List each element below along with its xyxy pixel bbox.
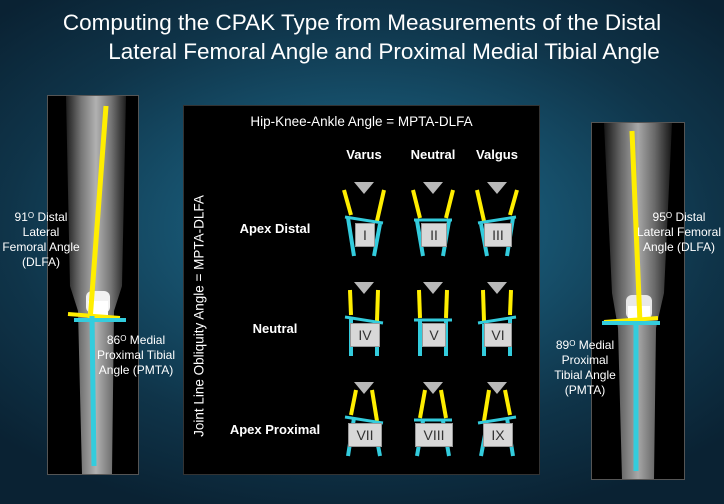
slide-title: Computing the CPAK Type from Measurement… <box>0 8 724 66</box>
cpak-type-label: II <box>421 223 447 247</box>
left-dlfa-label: 91O Distal Lateral Femoral Angle (DLFA) <box>2 210 80 269</box>
left-mpta-label: 86O Medial Proximal Tibial Angle (PMTA) <box>96 333 176 377</box>
cpak-type-label: VI <box>484 323 512 347</box>
cpak-cell-v: V <box>403 276 463 362</box>
cpak-schematic <box>411 182 455 257</box>
left-xray-image <box>66 96 126 474</box>
alignment-arrow-icon <box>354 382 374 394</box>
cpak-cell-viii: VIII <box>403 376 463 462</box>
row-header-neutral: Neutral <box>252 321 298 336</box>
cpak-cell-iv: IV <box>334 276 394 362</box>
cpak-type-label: V <box>422 323 446 347</box>
cpak-cell-ix: IX <box>467 376 527 462</box>
cpak-cell-ii: II <box>403 176 463 262</box>
left-tibial-axis <box>89 315 97 467</box>
cpak-type-label: IX <box>483 423 513 447</box>
jlo-axis-label: Joint Line Obliquity Angle = MPTA-DLFA <box>191 195 207 437</box>
cpak-cell-vii: VII <box>334 376 394 462</box>
left-leg-xray <box>47 95 139 475</box>
cpak-cell-vi: VI <box>467 276 527 362</box>
cpak-schematic <box>414 382 452 457</box>
cpak-schematic <box>477 282 517 356</box>
title-line-2: Lateral Femoral Angle and Proximal Media… <box>108 39 660 64</box>
cpak-cell-iii: III <box>467 176 527 262</box>
cpak-type-label: I <box>355 223 375 247</box>
cpak-schematic <box>414 282 452 356</box>
right-leg-xray <box>591 122 685 480</box>
cpak-schematic <box>344 282 384 356</box>
cpak-schematic <box>344 382 384 457</box>
right-dlfa-label: 95O Distal Lateral Femoral Angle (DLFA) <box>636 210 722 254</box>
cpak-schematic <box>477 382 517 457</box>
alignment-arrow-icon <box>423 382 443 394</box>
alignment-arrow-icon <box>487 382 507 394</box>
cpak-type-label: VIII <box>415 423 453 447</box>
hka-axis-label: Hip-Knee-Ankle Angle = MPTA-DLFA <box>250 114 473 129</box>
column-header-valgus: Valgus <box>476 147 518 162</box>
right-femoral-axis <box>629 130 643 324</box>
alignment-arrow-icon <box>423 182 443 194</box>
cpak-matrix-panel: Hip-Knee-Ankle Angle = MPTA-DLFA Joint L… <box>183 105 540 475</box>
row-header-apex-proximal: Apex Proximal <box>229 422 321 437</box>
alignment-arrow-icon <box>354 182 374 194</box>
cpak-type-label: III <box>484 223 512 247</box>
right-xray-image <box>602 123 672 479</box>
alignment-arrow-icon <box>487 182 507 194</box>
left-femoral-axis <box>87 105 109 322</box>
cpak-type-label: IV <box>350 323 380 347</box>
column-header-varus: Varus <box>346 147 382 162</box>
alignment-arrow-icon <box>423 282 443 294</box>
right-mpta-label: 89O Medial Proximal Tibial Angle (PMTA) <box>554 338 616 397</box>
row-header-apex-distal: Apex Distal <box>239 221 311 236</box>
column-header-neutral: Neutral <box>410 147 456 162</box>
alignment-arrow-icon <box>354 282 374 294</box>
cpak-type-label: VII <box>348 423 382 447</box>
cpak-schematic <box>475 182 519 257</box>
alignment-arrow-icon <box>487 282 507 294</box>
title-line-1: Computing the CPAK Type from Measurement… <box>62 10 662 35</box>
cpak-schematic <box>342 182 386 257</box>
cpak-cell-i: I <box>334 176 394 262</box>
